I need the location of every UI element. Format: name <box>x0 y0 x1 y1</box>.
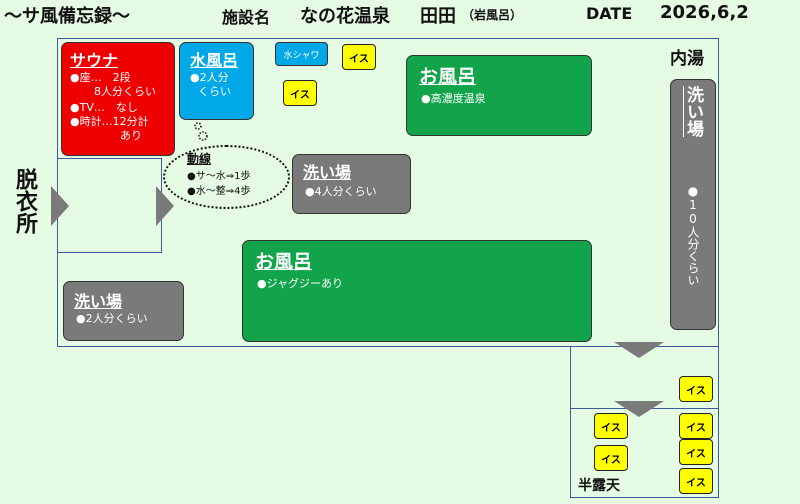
sauna-line-1: ●座… 2段 <box>70 71 131 84</box>
bath-top-note: ●高濃度温泉 <box>421 92 486 105</box>
route-bubble-tail <box>194 122 208 144</box>
facility-name: なの花温泉 <box>300 6 390 27</box>
sauna-line-2: 8人分くらい <box>94 85 156 98</box>
cold-shower-label: 水シャワ <box>283 51 320 61</box>
outline-outdoor-bottom <box>570 497 718 498</box>
outline-outdoor-left <box>570 346 571 498</box>
bath-center: お風呂 ●ジャグジーあり <box>242 240 592 342</box>
chair: イス <box>594 413 628 439</box>
wash-right-title: 洗い場 <box>683 86 703 137</box>
wash-right-note: ●10人分くらい <box>686 184 700 286</box>
cold-bath-line-1: ●2人分 <box>190 71 229 84</box>
route-line-1: ●サ～水⇒1歩 <box>187 171 251 182</box>
bath-top-title: お風呂 <box>419 66 477 88</box>
date-label: DATE <box>586 4 633 23</box>
chair: イス <box>679 439 713 465</box>
bath-center-title: お風呂 <box>255 251 313 273</box>
outline-right <box>718 38 719 498</box>
facility-place: 田田 <box>420 6 456 27</box>
chair: イス <box>342 44 376 70</box>
cold-bath: 水風呂 ●2人分 くらい <box>179 42 254 120</box>
chair: イス <box>679 468 713 494</box>
facility-note: （岩風呂） <box>462 8 523 22</box>
bath-center-note: ●ジャグジーあり <box>257 277 344 290</box>
sauna-line-4: ●時計…12分計 <box>70 115 149 128</box>
chair: イス <box>679 376 713 402</box>
cold-shower: 水シャワ <box>275 42 328 66</box>
wash-center: 洗い場 ●4人分くらい <box>292 154 411 214</box>
sauna-line-3: ●TV… なし <box>70 101 138 114</box>
route-bubble <box>163 145 290 209</box>
dressing-room-label: 脱衣所 <box>12 168 37 234</box>
chair: イス <box>594 445 628 471</box>
date-value: 2026,6,2 <box>660 2 749 23</box>
outline-top <box>57 38 719 39</box>
wash-right: 洗い場 ●10人分くらい <box>670 79 716 330</box>
indoor-bath-label: 内湯 <box>670 49 704 69</box>
cold-bath-line-2: くらい <box>198 85 231 98</box>
door-arrow-right <box>156 186 174 226</box>
sauna-title: サウナ <box>70 51 119 70</box>
facility-label: 施設名 <box>222 8 271 27</box>
door-arrow-left <box>51 186 69 226</box>
wash-center-note: ●4人分くらい <box>305 185 377 198</box>
cold-bath-title: 水風呂 <box>190 51 239 70</box>
route-line-2: ●水～整⇒4歩 <box>187 186 251 197</box>
wash-left-title: 洗い場 <box>74 292 123 311</box>
doorway <box>57 158 162 253</box>
wash-left: 洗い場 ●2人分くらい <box>63 281 184 341</box>
sauna-line-5: あり <box>120 129 142 142</box>
route-title: 動線 <box>187 152 212 166</box>
chair: イス <box>283 80 317 106</box>
half-outdoor-label: 半露天 <box>578 478 620 494</box>
page-title: 〜サ風備忘録〜 <box>4 6 130 27</box>
chair: イス <box>679 413 713 439</box>
sauna-room: サウナ ●座… 2段 8人分くらい ●TV… なし ●時計…12分計 あり <box>61 42 175 156</box>
outline-bottom <box>57 346 719 347</box>
wash-left-note: ●2人分くらい <box>76 312 148 325</box>
bath-top: お風呂 ●高濃度温泉 <box>406 55 592 136</box>
outdoor-arrow-1 <box>614 342 664 358</box>
wash-center-title: 洗い場 <box>303 163 352 182</box>
